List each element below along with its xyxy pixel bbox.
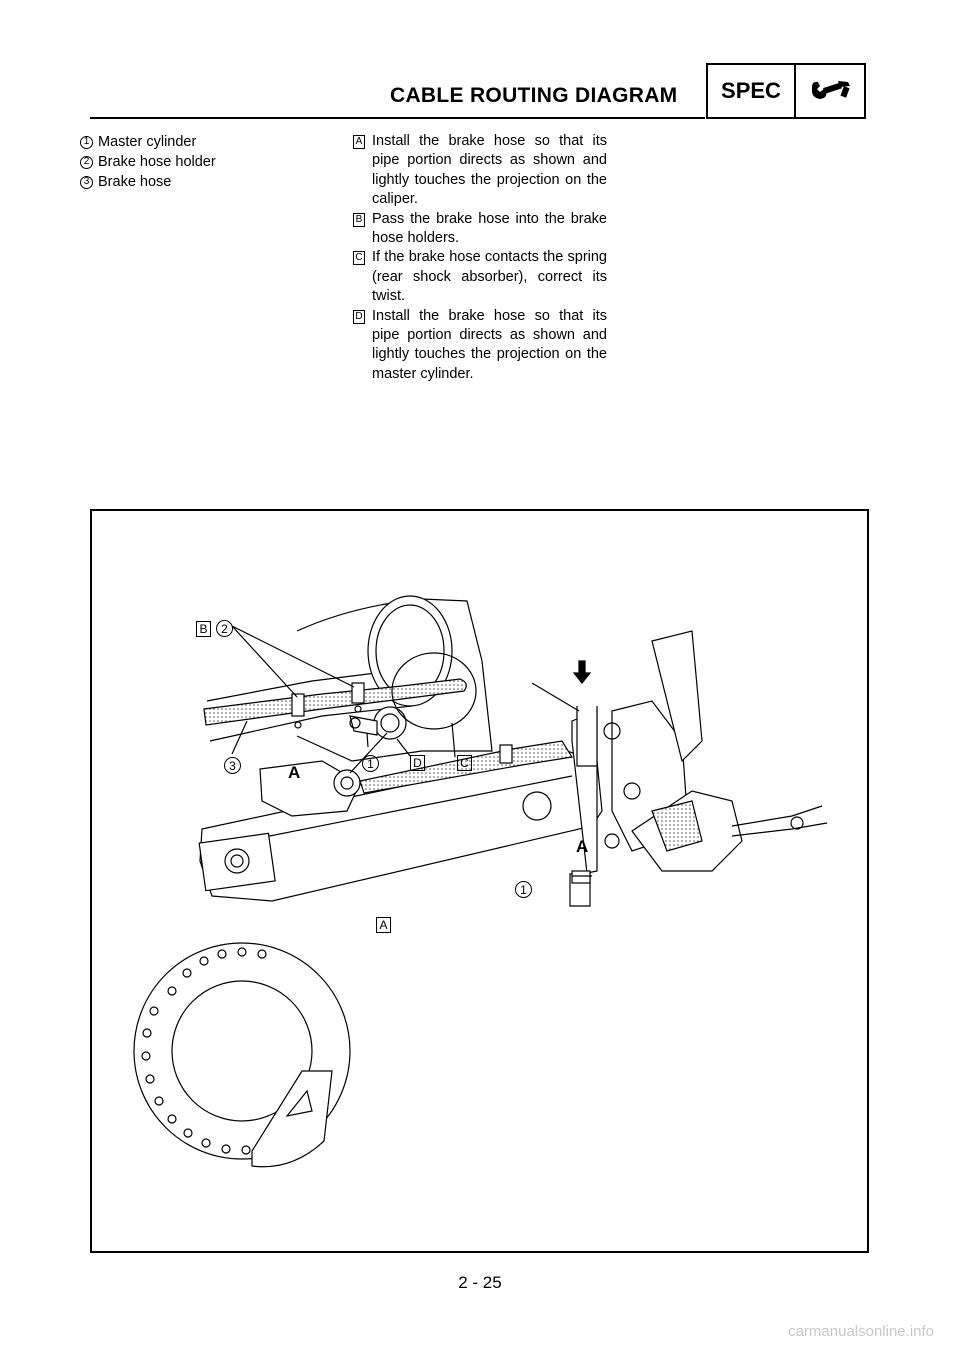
legend-text: Brake hose holder [98, 154, 216, 170]
note-text: Pass the brake hose into the brake hose … [372, 210, 607, 247]
page-number: 2 - 25 [458, 1273, 502, 1292]
legend-number: 3 [80, 175, 93, 189]
page-title: CABLE ROUTING DIAGRAM [390, 84, 678, 107]
label-d: D [410, 755, 425, 771]
label-b: B [196, 621, 211, 637]
label-1-detail: 1 [362, 755, 379, 772]
label-view-a: A [288, 763, 301, 782]
disc-holes [141, 947, 271, 1155]
header-rule [90, 117, 705, 119]
note-letter: A [353, 135, 365, 149]
legend-item: 3 Brake hose [80, 172, 216, 192]
routing-notes: A Install the brake hose so that its pip… [353, 132, 607, 384]
detail-view-a [203, 595, 493, 791]
routing-diagram-figure: B 2 3 A 1 D C A 1 A [90, 509, 869, 1253]
main-view-swingarm [133, 630, 828, 1168]
note-item: A Install the brake hose so that its pip… [353, 132, 607, 210]
legend-number: 2 [80, 155, 93, 169]
note-item: B Pass the brake hose into the brake hos… [353, 210, 607, 249]
label-c: C [457, 755, 472, 771]
legend-item: 1 Master cylinder [80, 132, 216, 152]
note-text: If the brake hose contacts the spring (r… [372, 249, 607, 305]
label-2: 2 [216, 620, 233, 637]
legend-number: 1 [80, 135, 93, 149]
note-text: Install the brake hose so that its pipe … [372, 307, 607, 382]
parts-legend: 1 Master cylinder 2 Brake hose holder 3 … [80, 132, 216, 192]
note-item: C If the brake hose contacts the spring … [353, 248, 607, 306]
note-item: D Install the brake hose so that its pip… [353, 307, 607, 385]
label-view-a-arrow: A [576, 837, 589, 856]
note-text: Install the brake hose so that its pipe … [372, 133, 607, 208]
legend-text: Master cylinder [98, 134, 197, 150]
note-letter: B [353, 212, 365, 227]
label-3: 3 [224, 757, 241, 774]
spec-label: SPEC [708, 65, 796, 117]
spec-section-badge: SPEC [706, 63, 866, 119]
legend-text: Brake hose [98, 174, 172, 190]
wrench-icon [796, 65, 864, 117]
brake-hose-illustration [133, 595, 828, 1168]
label-1-main: 1 [515, 881, 532, 898]
legend-item: 2 Brake hose holder [80, 152, 216, 172]
note-letter: D [353, 309, 365, 324]
label-a: A [376, 917, 391, 933]
note-letter: C [353, 251, 365, 266]
watermark: carmanualsonline.info [788, 1323, 934, 1340]
